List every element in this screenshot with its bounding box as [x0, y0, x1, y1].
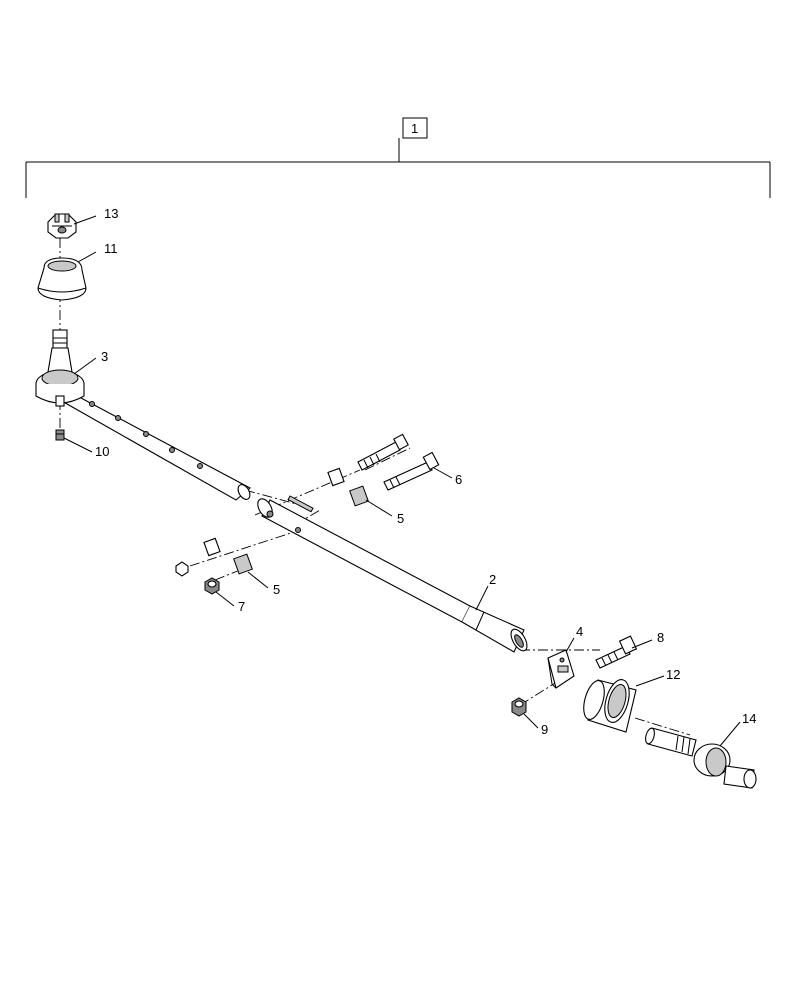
callout-5-lower: 5 [273, 582, 280, 597]
callout-3: 3 [101, 349, 108, 364]
castle-nut-part-13 [47, 213, 77, 239]
centerlines [59, 238, 691, 736]
callout-4: 4 [576, 624, 583, 639]
nut-part-9 [511, 697, 527, 717]
sleeve-part-12 [583, 679, 637, 733]
callout-8: 8 [657, 630, 664, 645]
nut-part-7 [204, 577, 220, 595]
callout-9: 9 [541, 722, 548, 737]
callout-2: 2 [489, 572, 496, 587]
callout-14: 14 [742, 711, 756, 726]
dust-boot-part-11 [37, 257, 87, 301]
callout-11: 11 [104, 241, 118, 256]
clamp-part-5-upper [327, 467, 369, 507]
assembly-bracket [25, 117, 771, 198]
grease-fitting-part-10 [55, 429, 65, 441]
callout-10: 10 [95, 444, 109, 459]
clamp-part-4 [547, 649, 575, 689]
callout-6: 6 [455, 472, 462, 487]
callout-1: 1 [411, 121, 418, 136]
tie-rod-end-part-3 [35, 329, 251, 501]
leader-lines [63, 215, 741, 747]
main-tube-part-2 [257, 495, 528, 653]
callout-7: 7 [238, 599, 245, 614]
bolt-part-8 [595, 635, 638, 669]
callout-13: 13 [104, 206, 118, 221]
callout-5-upper: 5 [397, 511, 404, 526]
callout-12: 12 [666, 667, 680, 682]
inner-tie-rod-part-14 [645, 727, 757, 789]
nut-lower-left [175, 561, 189, 577]
bolt-part-6 [357, 433, 440, 491]
clamp-part-5-lower [203, 537, 253, 575]
